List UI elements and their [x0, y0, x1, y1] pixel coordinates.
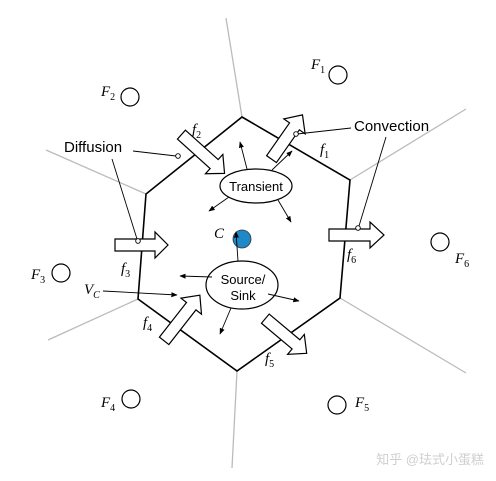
face-label-f5: f5	[265, 351, 274, 370]
convection-callout-dot-1	[293, 131, 299, 137]
neighbor-cell-f2-circle	[120, 87, 140, 107]
neighbor-cell-f1-circle	[328, 65, 348, 85]
face-label-f4: f4	[143, 315, 152, 334]
neighbor-label-f5: F5	[354, 395, 369, 414]
neighbor-label-f3: F3	[30, 267, 45, 286]
diffusion-callout-line-1	[132, 150, 177, 157]
convection-callout-dot-2	[355, 225, 361, 231]
transient-label: Transient	[229, 179, 283, 194]
flux-arrow-f4	[158, 294, 203, 346]
flux-arrow-f1	[265, 114, 306, 164]
flux-arrow-f6	[328, 220, 385, 250]
neighbor-label-f4: F4	[100, 395, 115, 414]
neighbor-boundaries	[45, 17, 467, 469]
diffusion-callout-line-2	[111, 158, 138, 240]
neighbor-label-f1: F1	[310, 57, 325, 76]
face-label-f1: f1	[320, 142, 329, 161]
volume-callout-line	[102, 290, 178, 298]
neighbor-cell-f4-circle	[121, 389, 141, 409]
diffusion-callout-dot-2	[135, 238, 141, 244]
flux-arrow-f2	[176, 129, 226, 175]
convection-label: Convection	[354, 118, 429, 135]
convection-callout-line-2	[358, 136, 387, 227]
convection-callout-line-1	[296, 127, 352, 135]
face-label-f6: f6	[347, 247, 356, 266]
neighbor-cell-f5-circle	[327, 395, 347, 415]
face-label-f3: f3	[121, 261, 130, 280]
transient-bubble	[219, 168, 293, 204]
face-label-f2: f2	[192, 122, 201, 141]
radiating-arrows	[179, 141, 300, 335]
center-cell-label: C	[214, 226, 225, 242]
volume-label: VC	[84, 282, 100, 301]
diffusion-callout-dot-1	[175, 153, 181, 159]
neighbor-label-f2: F2	[100, 84, 115, 103]
neighbor-cell-f6-circle	[430, 232, 450, 252]
watermark: 知乎 @珐式小蛋糕	[376, 452, 484, 467]
flux-arrow-f5	[260, 313, 308, 355]
source-sink-label-line2: Sink	[230, 288, 256, 303]
neighbor-label-f6: F6	[454, 251, 469, 270]
source-sink-label-line1: Source/	[221, 272, 266, 287]
control-volume-hexagon	[137, 116, 351, 372]
neighbor-cell-f3-circle	[51, 263, 71, 283]
flux-arrow-f3	[114, 230, 169, 260]
diffusion-label: Diffusion	[64, 139, 122, 156]
source-sink-bubble	[205, 260, 279, 310]
